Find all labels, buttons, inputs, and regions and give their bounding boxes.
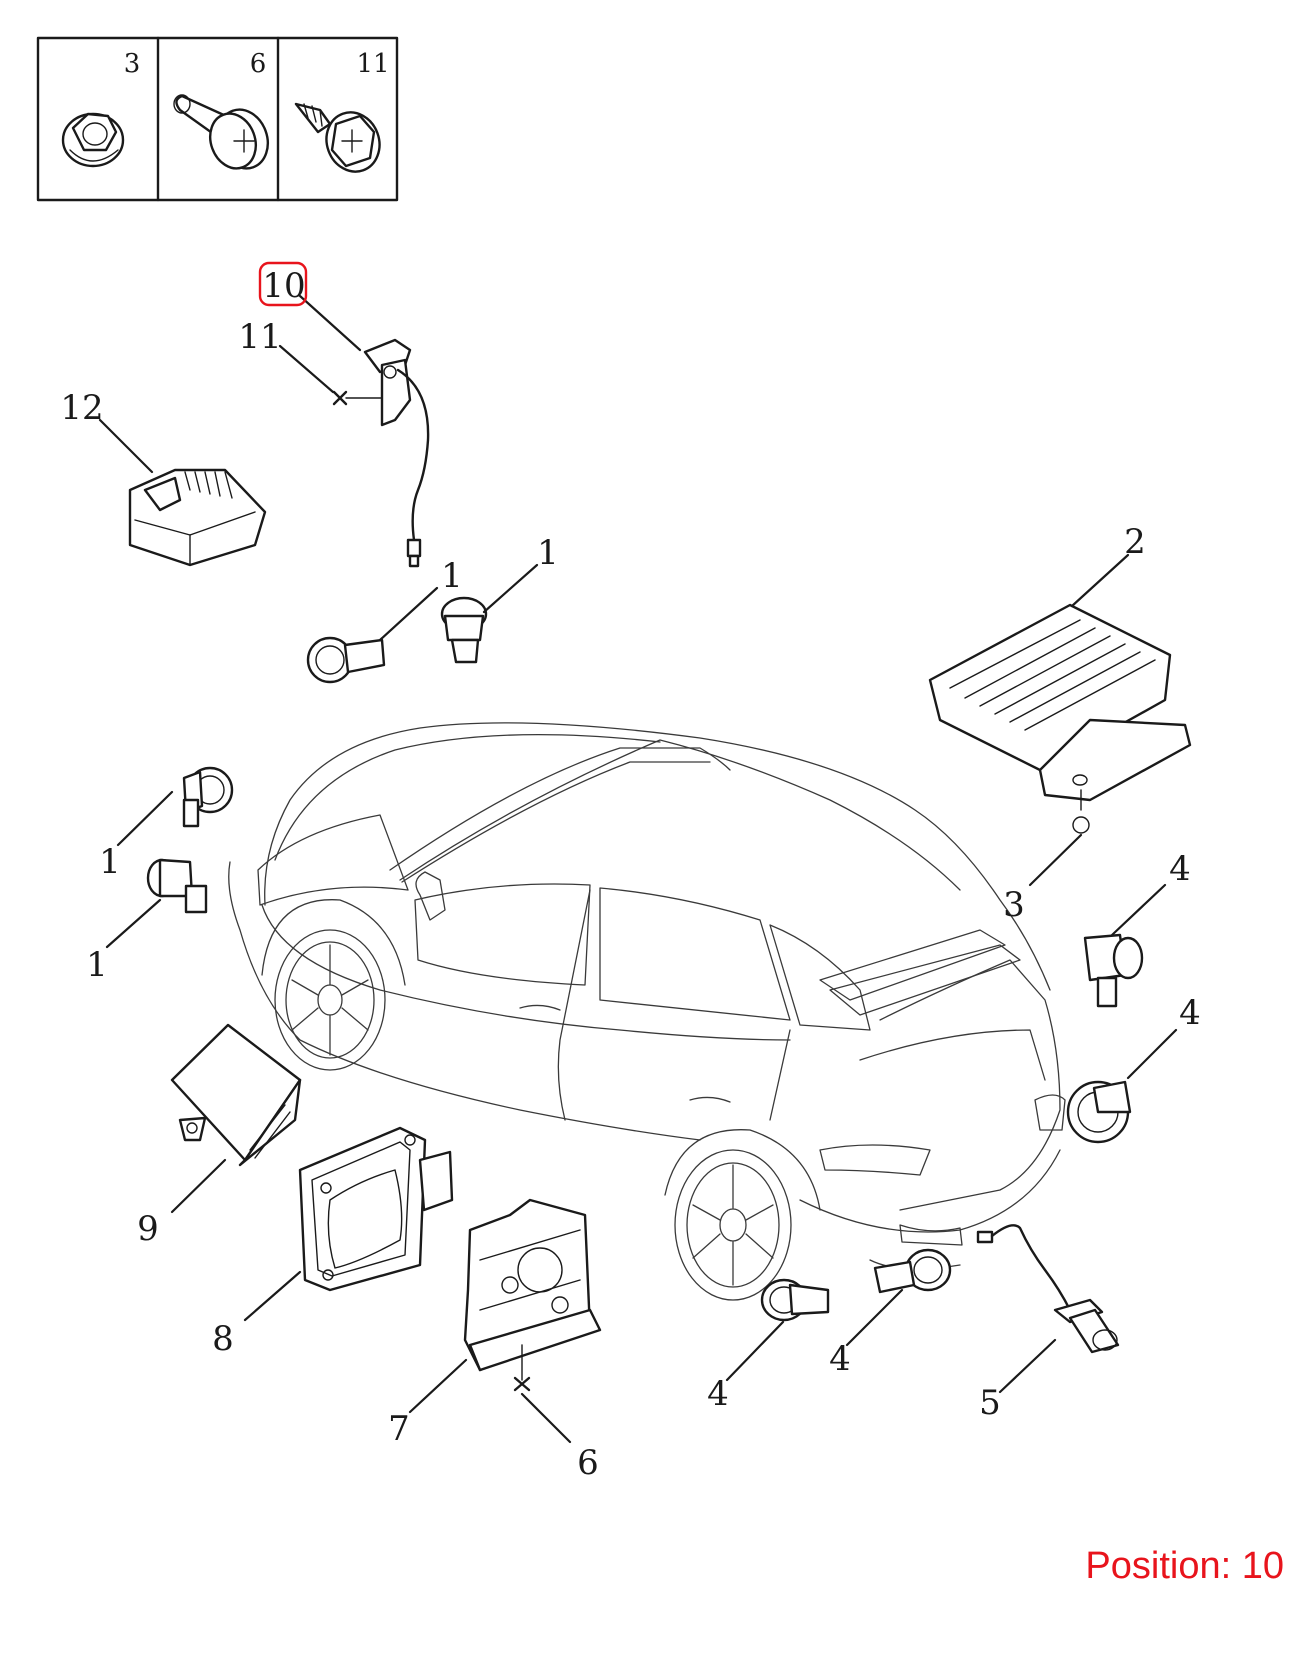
label-11[interactable]: 11	[238, 317, 281, 357]
callout-labels: 10 11 12 1 1 1 1 2 3 4 4 4 4 5 6 7 8 9	[60, 261, 1201, 1483]
label-4-c[interactable]: 4	[707, 1374, 729, 1414]
part-9-module	[170, 1023, 302, 1167]
label-1-d[interactable]: 1	[86, 945, 108, 985]
fastener-box-frame	[36, 36, 399, 202]
part-1-sensor-c	[182, 766, 234, 828]
label-4-d[interactable]: 4	[829, 1339, 851, 1379]
label-5[interactable]: 5	[979, 1383, 1001, 1423]
label-8[interactable]: 8	[212, 1319, 234, 1359]
part-10-camera	[363, 338, 430, 568]
highlight-box-10	[258, 261, 308, 307]
label-7[interactable]: 7	[388, 1409, 410, 1449]
label-3[interactable]: 3	[1003, 885, 1025, 925]
fastener-number-11: 11	[356, 49, 389, 79]
part-1-sensor-d	[146, 858, 208, 914]
label-1-b[interactable]: 1	[537, 533, 559, 573]
fastener-number-6: 6	[250, 49, 267, 79]
fastener-box: 3 6 11	[36, 36, 399, 202]
label-1-a[interactable]: 1	[441, 556, 463, 596]
part-4-sensor-c	[760, 1278, 830, 1322]
rear-wheel	[674, 1149, 792, 1301]
label-1-c[interactable]: 1	[99, 842, 121, 882]
part-8-controller	[298, 1126, 454, 1292]
label-4-b[interactable]: 4	[1179, 993, 1201, 1033]
part-12-module	[128, 468, 267, 567]
phillips-bolt-icon	[173, 94, 269, 170]
label-10[interactable]: 10	[262, 266, 305, 306]
part-11-screw-mark-icon	[332, 390, 348, 406]
part-6-bolt-mark-icon	[513, 1376, 531, 1392]
part-2-amplifier	[928, 603, 1192, 834]
part-4-sensor-b	[1066, 1080, 1132, 1144]
leader-lines	[98, 294, 1178, 1444]
part-4-sensor-a	[1083, 933, 1144, 1008]
vehicle-outline	[228, 722, 1066, 1301]
label-9[interactable]: 9	[137, 1209, 159, 1249]
position-prefix: Position:	[1085, 1545, 1242, 1587]
position-caption: Position: 10	[1085, 1545, 1284, 1588]
flange-nut-icon	[61, 112, 125, 168]
position-value: 10	[1241, 1545, 1284, 1587]
label-2[interactable]: 2	[1124, 522, 1146, 562]
label-12[interactable]: 12	[60, 388, 103, 428]
part-4-sensor-d	[873, 1248, 952, 1294]
fastener-number-3: 3	[124, 49, 141, 79]
label-6[interactable]: 6	[577, 1443, 599, 1483]
self-tapping-screw-icon	[294, 102, 381, 173]
part-5-camera	[976, 1224, 1120, 1354]
front-wheel	[274, 929, 386, 1071]
part-1-sensor-a	[306, 636, 386, 684]
label-4-a[interactable]: 4	[1169, 849, 1191, 889]
part-7-bracket	[463, 1198, 602, 1392]
part-1-sensor-b	[440, 596, 488, 664]
